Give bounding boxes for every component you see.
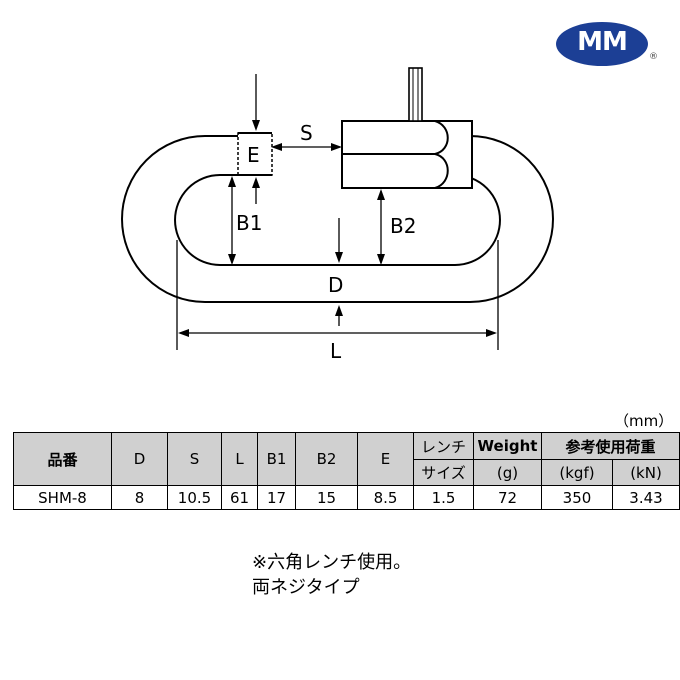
cell-weight: 72: [473, 485, 542, 510]
label-b2: B2: [390, 214, 416, 238]
cell-b1: 17: [257, 485, 296, 510]
label-d: D: [328, 273, 343, 297]
link-inner-outline: [174, 174, 501, 266]
hex-wrench: [408, 67, 423, 122]
header-b1: B1: [257, 432, 296, 486]
header-load-kgf: (kgf): [541, 459, 613, 486]
cell-d: 8: [111, 485, 168, 510]
header-wrench-line2: サイズ: [413, 459, 474, 486]
cell-product-number: SHM-8: [13, 485, 112, 510]
cell-wrench: 1.5: [413, 485, 474, 510]
registered-mark: ®: [649, 52, 658, 62]
table-header-row: 品番 D S L B1 B2 E レンチ Weight 参考使用荷重: [13, 432, 680, 486]
unit-label: （mm）: [614, 412, 674, 430]
header-weight-unit: (g): [473, 459, 542, 486]
header-load-group: 参考使用荷重: [541, 432, 680, 460]
cell-b2: 15: [295, 485, 358, 510]
quick-link-diagram: S E B1 B2 D L: [121, 67, 554, 363]
note-line-2: 両ネジタイプ: [252, 577, 360, 598]
header-load-kn: (kN): [612, 459, 680, 486]
logo-oval: [556, 22, 648, 66]
cell-e: 8.5: [357, 485, 414, 510]
cell-s: 10.5: [167, 485, 222, 510]
spec-table: 品番 D S L B1 B2 E レンチ Weight 参考使用荷重 サイズ (…: [13, 432, 680, 510]
header-weight: Weight: [473, 432, 542, 460]
brand-logo: MM ®: [556, 22, 658, 66]
header-l: L: [221, 432, 258, 486]
label-e: E: [247, 143, 260, 167]
table-subheader-row: サイズ (g) (kgf) (kN): [14, 459, 680, 486]
header-s: S: [167, 432, 222, 486]
label-l: L: [330, 339, 342, 363]
header-b2: B2: [295, 432, 358, 486]
header-wrench-line1: レンチ: [413, 432, 474, 460]
label-s: S: [300, 121, 313, 145]
header-e: E: [357, 432, 414, 486]
note-line-1: ※六角レンチ使用。: [252, 552, 412, 573]
label-b1: B1: [236, 211, 262, 235]
cell-l: 61: [221, 485, 258, 510]
header-product-number: 品番: [13, 432, 112, 486]
logo-text: MM: [577, 27, 628, 57]
header-d: D: [111, 432, 168, 486]
notes: ※六角レンチ使用。 両ネジタイプ: [252, 550, 411, 600]
cell-load-kn: 3.43: [612, 485, 680, 510]
link-outer-outline: [121, 135, 554, 303]
table-row: SHM-8 8 10.5 61 17 15 8.5 1.5 72 350 3.4…: [13, 485, 680, 510]
cell-load-kgf: 350: [541, 485, 613, 510]
